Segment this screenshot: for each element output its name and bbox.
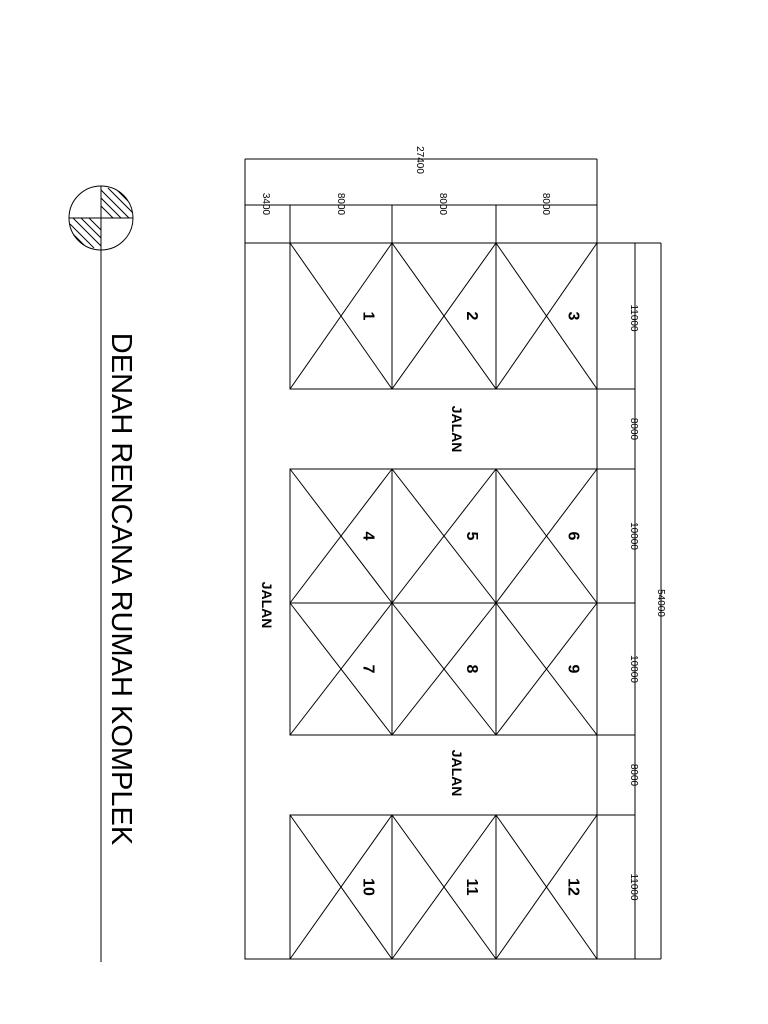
dim-column-2: 8000 [335,193,346,216]
drawing-title: DENAH RENCANA RUMAH KOMPLEK [105,333,137,846]
lot-cross-line [289,602,393,736]
lot-12: 12 [495,814,598,960]
lot-number-label: 12 [565,878,582,896]
lot-cross-line [391,602,497,736]
lot-cross-line [289,468,393,604]
lot-4: 4 [289,468,393,604]
lot-6: 6 [495,468,598,604]
lot-number-label: 5 [463,532,480,541]
lot-cross-line [391,468,497,604]
lot-7: 7 [289,602,393,736]
lot-cross-line [495,242,598,390]
dim-segment-1: 11000 [628,304,639,332]
lot-cross-line [495,468,598,604]
lot-number-label: 11 [463,879,480,896]
lot-boundary [495,242,598,390]
dim-segment-3: 10000 [628,522,639,550]
lot-boundary [495,602,598,736]
lot-8: 8 [391,602,497,736]
lot-number-label: 4 [359,532,376,541]
lot-number-label: 3 [565,312,582,321]
dim-column-1: 3400 [260,193,271,216]
lot-cross-line [391,242,497,390]
lot-2: 2 [391,242,497,390]
lot-cross-line [495,814,598,960]
plan-outline [244,158,598,960]
right-dimension-lines [597,242,662,960]
lot-number-label: 9 [565,665,582,674]
lot-number-label: 1 [359,312,376,321]
road-label-cross-1: JALAN [449,406,465,453]
lot-boundary [495,814,598,960]
lot-9: 9 [495,602,598,736]
lot-number-label: 6 [565,532,582,541]
lot-3: 3 [495,242,598,390]
road-label-cross-2: JALAN [449,750,465,797]
dim-segment-2: 8000 [628,418,639,441]
lot-cross-line [495,602,598,736]
dim-overall-length: 54000 [655,589,666,617]
dim-segment-4: 10000 [628,655,639,683]
lot-number-label: 7 [359,665,376,674]
dim-segment-6: 11000 [628,873,639,901]
lot-number-label: 8 [463,665,480,674]
north-arrow-icon [68,185,134,962]
dim-overall-width: 27400 [414,146,425,174]
dim-segment-5: 8000 [628,764,639,787]
lot-cross-line [391,814,497,960]
lot-1: 1 [289,242,393,390]
road-label-main: JALAN [259,582,275,629]
lot-cross-line [289,242,393,390]
lot-number-label: 2 [463,312,480,321]
lot-number-label: 10 [359,878,376,896]
lot-cross-line [289,814,393,960]
dim-column-4: 8000 [540,193,551,216]
lot-5: 5 [391,468,497,604]
lot-10: 10 [289,814,393,960]
lot-11: 11 [391,814,497,960]
dim-column-3: 8000 [437,193,448,216]
